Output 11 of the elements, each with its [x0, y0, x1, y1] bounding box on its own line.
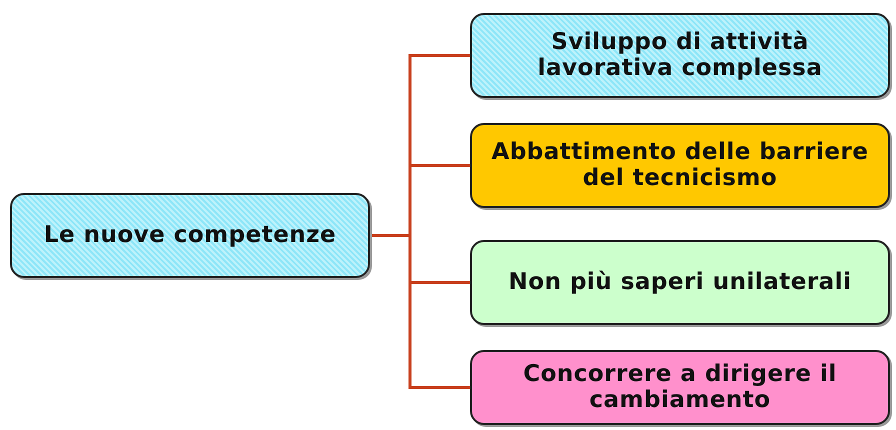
node-text: Concorrere a dirigere il cambiamento: [522, 362, 838, 413]
connector-line: [370, 234, 470, 389]
node-text: Sviluppo di attività lavorativa complessa: [536, 30, 824, 81]
rounded-box: [470, 350, 890, 425]
rounded-box: [470, 13, 890, 98]
node-text: Non più saperi unilaterali: [508, 270, 852, 296]
node-text: Le nuove competenze: [44, 222, 336, 248]
rounded-box: [10, 193, 370, 278]
rounded-box: [470, 123, 890, 208]
node-text: Abbattimento delle barriere del tecnicismo: [490, 140, 870, 191]
rounded-box: [470, 240, 890, 325]
